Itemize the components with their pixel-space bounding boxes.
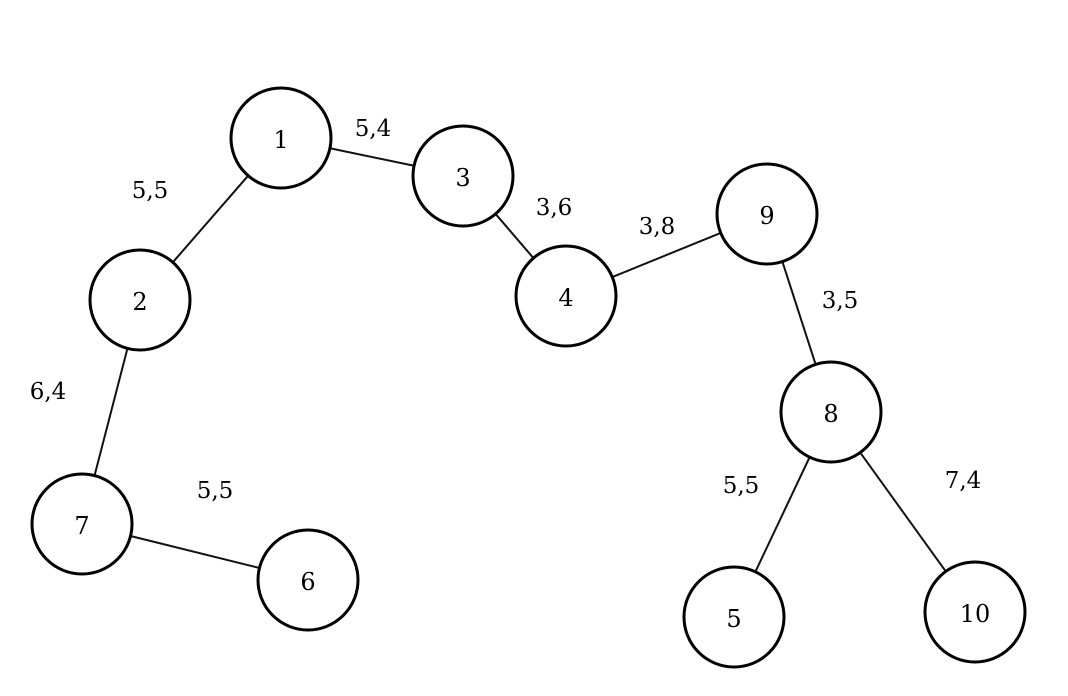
- edge-2-7: [93, 348, 129, 476]
- node-label-8: 8: [823, 400, 838, 428]
- node-label-1: 1: [273, 126, 288, 154]
- node-circle-1: [229, 86, 333, 190]
- node-circle-5: [682, 565, 786, 669]
- edge-label-3-4: 3,6: [536, 195, 573, 221]
- node-2: 2: [88, 248, 192, 352]
- node-label-3: 3: [455, 164, 470, 192]
- node-circle-9: [715, 162, 819, 266]
- node-label-7: 7: [74, 512, 89, 540]
- edge-3-4: [494, 213, 535, 259]
- node-label-2: 2: [132, 288, 147, 316]
- edge-label-1-2: 5,5: [132, 178, 169, 204]
- edge-4-9: [611, 231, 722, 279]
- edge-7-6: [130, 535, 260, 569]
- node-6: 6: [256, 528, 360, 632]
- node-5: 5: [682, 565, 786, 669]
- node-circle-10: [923, 560, 1027, 664]
- node-1: 1: [229, 86, 333, 190]
- node-8: 8: [779, 360, 883, 464]
- node-circle-3: [411, 124, 515, 228]
- edge-label-9-8: 3,5: [822, 288, 859, 314]
- node-label-10: 10: [960, 600, 991, 628]
- node-circle-2: [88, 248, 192, 352]
- node-3: 3: [411, 124, 515, 228]
- node-label-5: 5: [726, 605, 741, 633]
- edge-1-3: [329, 147, 415, 167]
- node-circle-6: [256, 528, 360, 632]
- edge-label-8-10: 7,4: [945, 468, 982, 494]
- edge-label-8-5: 5,5: [723, 473, 760, 499]
- edges-layer: [93, 147, 947, 573]
- edge-label-7-6: 5,5: [197, 478, 234, 504]
- edge-8-10: [859, 451, 947, 573]
- node-label-6: 6: [300, 568, 315, 596]
- node-circle-8: [779, 360, 883, 464]
- edge-label-1-3: 5,4: [355, 116, 392, 142]
- edge-label-2-7: 6,4: [30, 379, 67, 405]
- edge-8-5: [754, 456, 811, 573]
- edge-9-8: [781, 261, 817, 365]
- edge-1-2: [172, 175, 249, 263]
- nodes-layer: 1 2 3 4 5 6 7 8 9 10: [30, 86, 1027, 669]
- node-7: 7: [30, 472, 134, 576]
- node-10: 10: [923, 560, 1027, 664]
- edge-label-4-9: 3,8: [639, 214, 676, 240]
- node-label-4: 4: [558, 284, 573, 312]
- node-9: 9: [715, 162, 819, 266]
- node-4: 4: [514, 244, 618, 348]
- node-circle-7: [30, 472, 134, 576]
- edge-labels-layer: 5,4 5,5 3,6 3,8 6,4 5,5 3,5 5,5 7,4: [30, 116, 982, 504]
- node-label-9: 9: [759, 202, 774, 230]
- node-circle-4: [514, 244, 618, 348]
